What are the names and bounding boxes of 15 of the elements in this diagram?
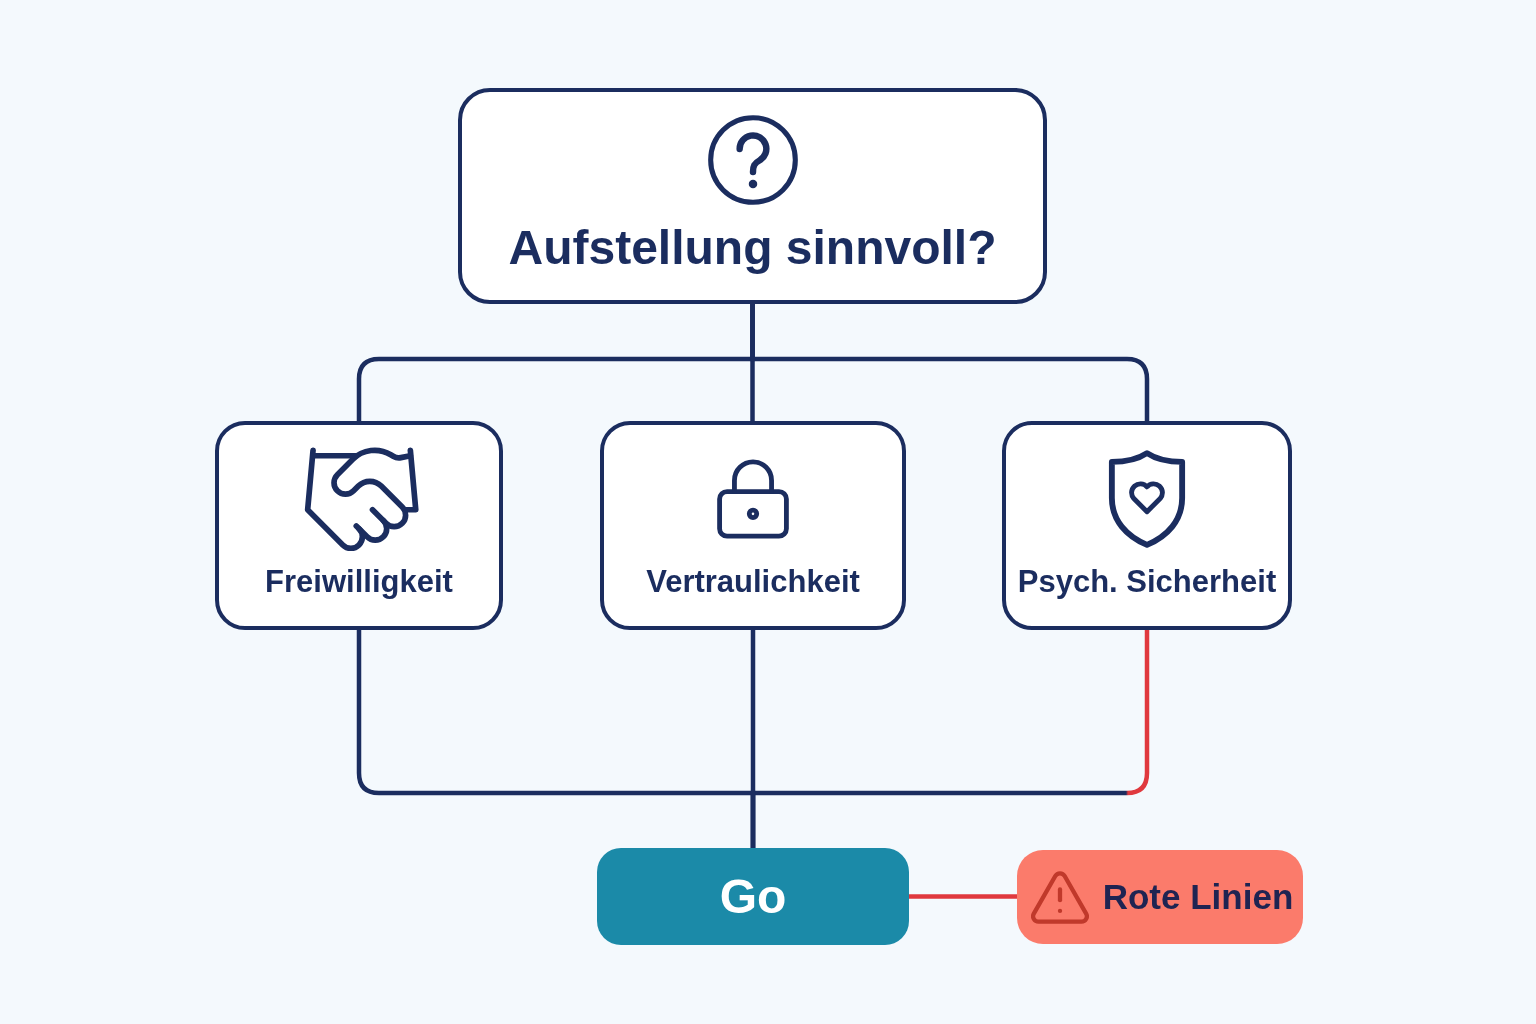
connector <box>909 894 1017 899</box>
box-label: Vertraulichkeit <box>646 563 860 601</box>
criterion-box <box>1002 421 1292 630</box>
box-label: Go <box>719 868 787 925</box>
criterion-box <box>600 421 906 630</box>
box-label: Rote Linien <box>1102 876 1294 918</box>
question-box <box>458 88 1047 304</box>
box-label: Psych. Sicherheit <box>1017 563 1277 601</box>
connector <box>750 630 756 848</box>
criterion-box <box>215 421 503 630</box>
box-label: Freiwilligkeit <box>265 563 453 601</box>
connector <box>750 304 1150 421</box>
result-box <box>597 848 909 945</box>
warning-box <box>1017 850 1303 944</box>
box-title: Aufstellung sinnvoll? <box>508 220 997 276</box>
